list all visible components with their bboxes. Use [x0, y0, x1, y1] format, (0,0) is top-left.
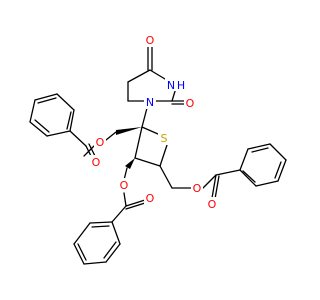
bond — [127, 69, 151, 83]
molecule-diagram: O N H O N S O O O O O O — [29, 33, 287, 265]
bond — [29, 99, 36, 123]
atom-label-oxygen: O — [193, 182, 202, 195]
bond — [73, 243, 85, 265]
atom-label-hydrogen: H — [177, 79, 185, 92]
bond — [125, 199, 146, 207]
bond — [46, 130, 71, 137]
bond — [77, 243, 87, 261]
bond — [83, 261, 107, 265]
bond — [91, 225, 110, 228]
bond — [202, 174, 217, 189]
bond — [105, 131, 117, 141]
bond — [105, 243, 121, 263]
bonds — [29, 45, 287, 265]
bond — [247, 143, 271, 150]
atom-label-oxygen: O — [146, 192, 155, 205]
bond — [37, 97, 57, 104]
bond — [103, 241, 117, 259]
bond — [251, 147, 269, 153]
atom-label-oxygen: O — [96, 136, 105, 149]
atom-label-oxygen: O — [208, 198, 217, 211]
bond — [69, 130, 87, 147]
bond — [242, 170, 256, 183]
bond — [29, 121, 48, 137]
atom-label-nitrogen: N — [146, 96, 154, 109]
bond — [111, 221, 121, 245]
bond — [69, 109, 75, 132]
bond — [111, 205, 127, 223]
bond — [159, 141, 169, 167]
bond — [134, 157, 161, 167]
atom-label-oxygen: O — [146, 34, 155, 47]
bond — [211, 174, 217, 199]
atom-label-oxygen: O — [92, 156, 101, 169]
bond — [89, 221, 113, 224]
bond — [141, 107, 148, 128]
atom-label-sulfur: S — [161, 132, 168, 145]
bond — [214, 175, 220, 200]
bond — [215, 169, 241, 176]
bond — [255, 180, 279, 187]
bond — [56, 93, 75, 111]
bond — [123, 192, 127, 207]
bond — [34, 93, 58, 101]
bond — [269, 143, 287, 161]
bond — [239, 148, 249, 171]
bond — [66, 111, 72, 130]
stereo-wedges — [116, 127, 142, 169]
wedge-bond — [125, 158, 135, 169]
atom-label-nitrogen: N — [167, 79, 175, 92]
bond — [134, 126, 143, 159]
bond — [73, 222, 91, 245]
bond — [159, 165, 173, 189]
bond — [277, 159, 287, 182]
bond — [34, 119, 50, 133]
bond — [141, 126, 159, 135]
bond — [125, 202, 146, 210]
bond — [274, 161, 282, 179]
atom-labels: O N H O N S O O O O O O — [90, 33, 218, 211]
atom-label-oxygen: O — [120, 179, 129, 192]
atom-label-oxygen: O — [186, 97, 195, 110]
wedge-bond — [116, 127, 142, 135]
bond — [239, 169, 257, 187]
